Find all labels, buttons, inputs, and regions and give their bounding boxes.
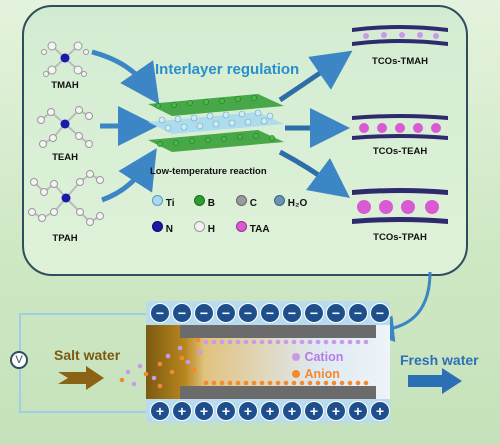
plus-sign: + — [172, 401, 192, 421]
plus-sign: + — [282, 401, 302, 421]
cation-legend: Cation — [292, 348, 343, 366]
minus-sign: − — [260, 303, 280, 323]
voltmeter-icon: V — [10, 351, 28, 369]
minus-sign: − — [150, 303, 170, 323]
legend-item-b: B — [194, 195, 215, 209]
top-plate — [180, 325, 376, 338]
anion-label: Anion — [304, 367, 340, 381]
fresh-water-arrow-icon — [408, 368, 462, 394]
plus-sign: + — [216, 401, 236, 421]
plus-sign: + — [150, 401, 170, 421]
plus-sign: + — [238, 401, 258, 421]
molecule-label-teah: TEAH — [52, 152, 78, 163]
cation-label: Cation — [304, 350, 344, 364]
plus-signs: + + + + + + + + + + + — [150, 401, 390, 421]
legend-item-n: N — [152, 221, 173, 235]
product-tpah-structure — [352, 188, 448, 224]
h-swatch — [194, 221, 205, 232]
molecule-label-tmah: TMAH — [51, 80, 79, 91]
c-swatch — [236, 195, 247, 206]
salt-water-arrow-icon — [58, 366, 104, 390]
minus-sign: − — [282, 303, 302, 323]
anion-legend: Anion — [292, 365, 340, 383]
reaction-label: Low-temperature reaction — [150, 166, 267, 177]
ti-swatch — [152, 195, 163, 206]
h2o-swatch — [274, 195, 285, 206]
legend-item-c: C — [236, 195, 257, 209]
product-label-tmah: TCOs-TMAH — [372, 56, 428, 67]
product-tmah-structure — [352, 25, 448, 46]
n-swatch — [152, 221, 163, 232]
anion-dot — [292, 370, 300, 378]
plus-sign: + — [194, 401, 214, 421]
product-label-tpah: TCOs-TPAH — [373, 232, 427, 243]
minus-sign: − — [348, 303, 368, 323]
plus-sign: + — [348, 401, 368, 421]
legend-item-h: H — [194, 221, 215, 235]
minus-sign: − — [370, 303, 390, 323]
b-swatch — [194, 195, 205, 206]
minus-sign: − — [216, 303, 236, 323]
taa-swatch — [236, 221, 247, 232]
legend-item-ti: Ti — [152, 195, 175, 209]
minus-signs: − − − − − − − − − − − — [150, 303, 390, 323]
plus-sign: + — [370, 401, 390, 421]
tpah-molecule-icon — [28, 170, 104, 226]
plus-sign: + — [260, 401, 280, 421]
legend: Ti B C H₂O N H TAA — [152, 195, 342, 245]
bottom-plate — [180, 386, 376, 399]
minus-sign: − — [304, 303, 324, 323]
salt-water-label: Salt water — [54, 347, 121, 363]
cation-dot — [292, 353, 300, 361]
minus-sign: − — [172, 303, 192, 323]
teah-molecule-icon — [37, 106, 93, 148]
minus-sign: − — [326, 303, 346, 323]
plus-sign: + — [326, 401, 346, 421]
product-label-teah: TCOs-TEAH — [372, 146, 428, 157]
fresh-water-label: Fresh water — [400, 352, 479, 368]
panel-title: Interlayer regulation — [155, 61, 300, 78]
minus-sign: − — [238, 303, 258, 323]
layered-lattice — [148, 94, 284, 152]
plus-sign: + — [304, 401, 324, 421]
molecule-label-tpah: TPAH — [52, 233, 78, 244]
minus-sign: − — [194, 303, 214, 323]
legend-item-taa: TAA — [236, 221, 270, 235]
tmah-molecule-icon — [41, 41, 89, 77]
product-teah-structure — [352, 114, 448, 140]
legend-item-h2o: H₂O — [274, 195, 307, 209]
